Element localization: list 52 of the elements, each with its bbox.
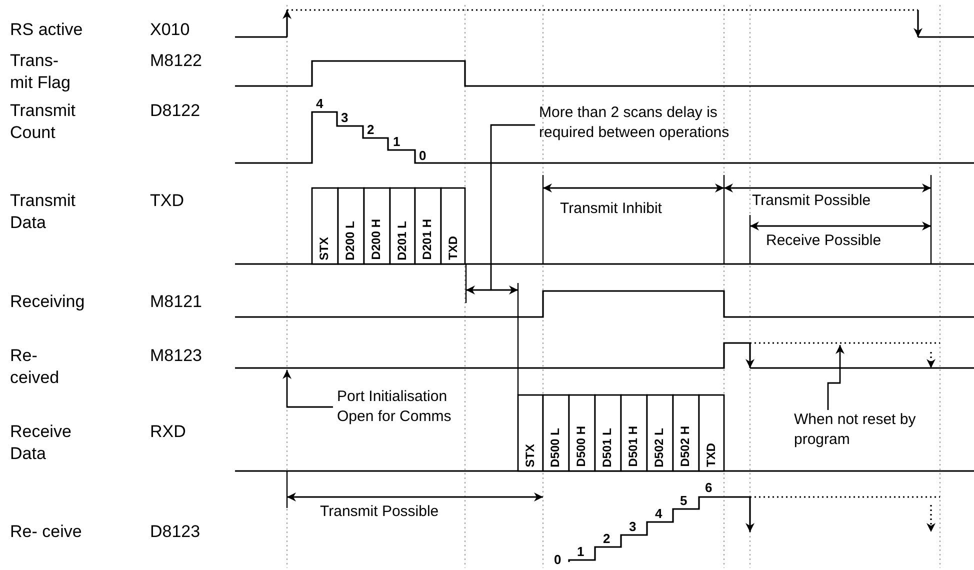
leader-line xyxy=(827,345,844,410)
count-value: 0 xyxy=(419,149,426,163)
signal-name: Receive Data xyxy=(10,421,72,465)
period-label: Transmit Possible xyxy=(320,503,439,521)
frame-field-label: D500 L xyxy=(548,428,562,467)
count-value: 0 xyxy=(554,553,562,567)
signal-name: Transmit Count xyxy=(10,100,76,144)
count-value: 5 xyxy=(680,494,688,508)
signal-name: Transmit Data xyxy=(10,190,76,234)
count-value: 4 xyxy=(655,507,662,521)
count-value: 4 xyxy=(316,97,324,111)
signal-name: TXD xyxy=(150,190,184,212)
count-value: 2 xyxy=(603,532,610,546)
signal-name: M8122 xyxy=(150,50,202,72)
signal-name: Receiving xyxy=(10,291,85,313)
count-value: 2 xyxy=(367,123,374,137)
signal-name: Re- ceived xyxy=(10,345,60,389)
frame-field-label: D201 L xyxy=(395,220,409,260)
frame-field-label: D501 H xyxy=(626,426,640,467)
frame-field-label: STX xyxy=(317,236,331,260)
signal-name: Re- ceive xyxy=(10,521,82,543)
frame-field-label: D200 L xyxy=(343,220,357,260)
signal-name: X010 xyxy=(150,19,190,41)
frame-field-label: D501 L xyxy=(600,428,614,467)
frame-field-label: D502 L xyxy=(652,428,666,467)
count-value: 1 xyxy=(577,545,584,559)
frame-field-label: D500 H xyxy=(574,426,588,467)
frame-field-label: D502 H xyxy=(678,426,692,467)
signal-name: Trans- mit Flag xyxy=(10,50,72,94)
count-value: 3 xyxy=(629,520,636,534)
signal-name: RXD xyxy=(150,421,186,443)
note-text: More than 2 scans delay is required between operations xyxy=(535,103,774,143)
note-text: Port Initialisation Open for Comms xyxy=(333,387,487,427)
frame-field-label: TXD xyxy=(704,443,718,467)
leader-line xyxy=(490,124,535,290)
signal-name: RS active xyxy=(10,19,83,41)
note-text: When not reset by program xyxy=(790,410,924,450)
period-label: Receive Possible xyxy=(766,232,882,250)
count-value: 3 xyxy=(341,111,348,125)
frame-field-label: D200 H xyxy=(369,219,383,260)
frame-field-label: STX xyxy=(523,444,537,467)
frame-field-label: TXD xyxy=(446,236,460,260)
frame-field-label: D201 H xyxy=(420,219,434,260)
period-label: Transmit Possible xyxy=(752,192,871,210)
leader-line xyxy=(282,370,333,408)
signal-name: D8122 xyxy=(150,100,200,122)
signal-name: M8121 xyxy=(150,291,202,313)
count-value: 1 xyxy=(393,135,400,149)
period-label: Transmit Inhibit xyxy=(560,200,662,218)
count-value: 6 xyxy=(705,481,712,495)
signal-name: D8123 xyxy=(150,521,200,543)
signal-name: M8123 xyxy=(150,345,202,367)
